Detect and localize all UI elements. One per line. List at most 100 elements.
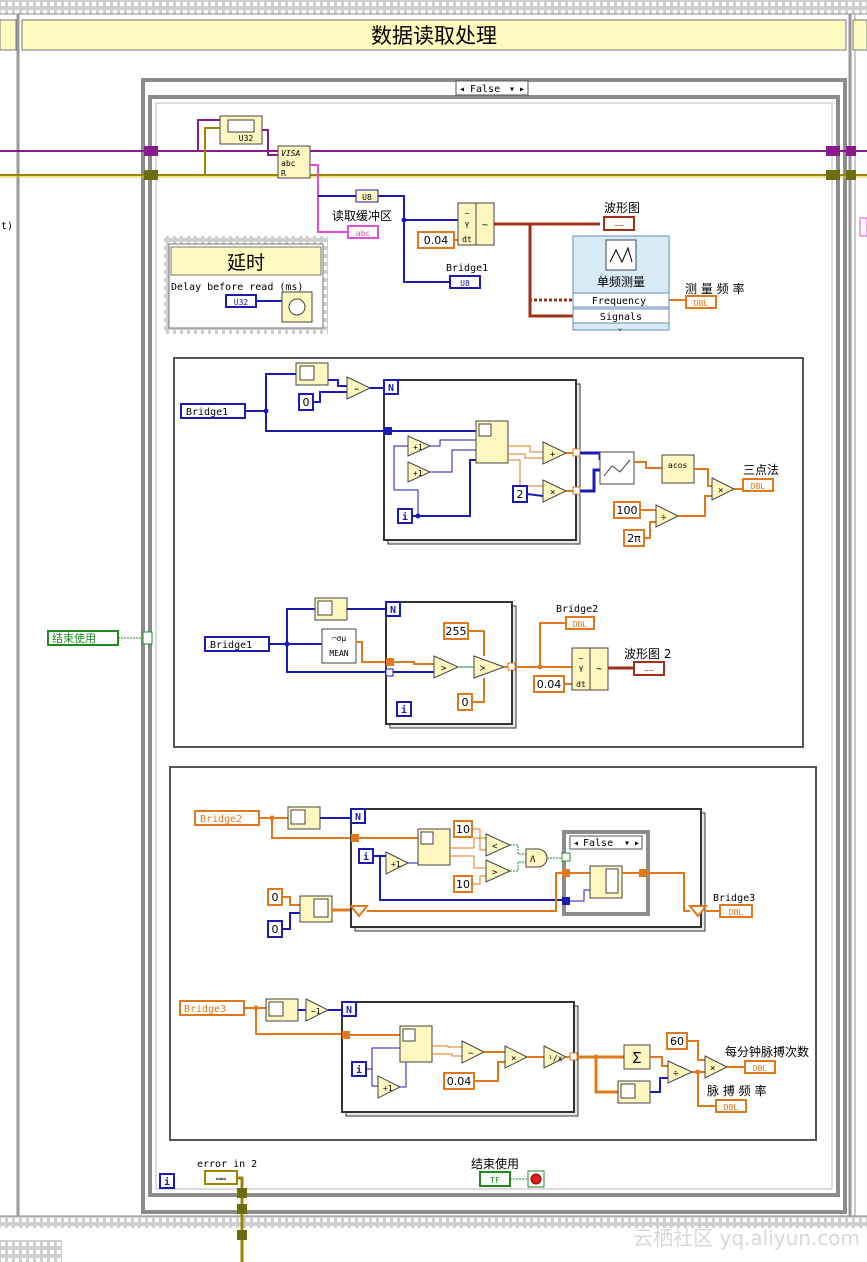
svg-text:≻: ≻ [480, 664, 486, 674]
delay-control[interactable]: U32 [225, 294, 257, 308]
waveform2-label: 波形图 2 [624, 647, 671, 661]
case-prev-icon[interactable]: ◂ [459, 84, 465, 95]
reciprocal-node[interactable]: ¹/x [543, 1045, 568, 1069]
svg-text:+1: +1 [413, 469, 423, 478]
svg-text:+1: +1 [383, 1084, 393, 1093]
sequence-film-bottom [0, 1216, 867, 1228]
shift-register-left [348, 905, 370, 918]
increment-node-a1[interactable]: +1 [407, 435, 432, 457]
dt-constant-c[interactable]: 0.04 [443, 1072, 475, 1090]
multiply-node-b[interactable]: × [711, 477, 736, 501]
waveform2-indicator: ~~ [633, 661, 665, 676]
select-node-b[interactable]: ≻ [473, 655, 506, 679]
decrement-node[interactable]: −1 [305, 998, 330, 1022]
inner-case-selector[interactable]: ◂ False ▾ ▸ [569, 835, 643, 850]
expand-icon[interactable]: ⌄ [618, 323, 623, 332]
increment-node-d[interactable]: +1 [377, 1075, 402, 1099]
array-size-node-e[interactable] [617, 1080, 651, 1104]
case-prev-icon[interactable]: ◂ [573, 838, 579, 849]
greater-node-b[interactable]: > [433, 655, 460, 679]
per-minute-label: 每分钟脉搏次数 [725, 1044, 809, 1059]
zero-constant-c[interactable]: 0 [267, 888, 283, 906]
increment-node-a2[interactable]: +1 [407, 461, 432, 483]
svg-text:Λ: Λ [530, 855, 536, 865]
svg-text:结束使用: 结束使用 [52, 632, 96, 645]
build-waveform-node-b[interactable]: ~ Y dt ~ [571, 647, 609, 691]
dt-constant[interactable]: 0.04 [417, 231, 455, 249]
svg-text:DBL: DBL [694, 299, 709, 308]
initialize-array-node[interactable] [299, 895, 333, 923]
two-pi-constant[interactable]: 2π [623, 529, 645, 547]
build-waveform-node[interactable]: ~ Y dt ~ [457, 202, 495, 246]
ten-constant-b[interactable]: 10 [453, 875, 473, 893]
multiply-node-a[interactable]: × [542, 479, 568, 503]
bridge2-local[interactable]: Bridge2 [194, 810, 260, 826]
svg-text:÷: ÷ [661, 513, 667, 523]
waveform-compare-node[interactable] [599, 451, 635, 485]
array-size-node-a[interactable] [295, 362, 329, 386]
ten-constant-a[interactable]: 10 [453, 820, 473, 838]
hundred-constant[interactable]: 100 [613, 501, 641, 519]
less-node[interactable]: < [485, 833, 512, 857]
svg-text:DBL: DBL [753, 1064, 768, 1073]
end-use-label: 结束使用 [471, 1156, 519, 1171]
end-use-local-control[interactable]: 结束使用 [47, 630, 119, 646]
array-size-node-b[interactable] [314, 597, 348, 621]
stop-terminal[interactable] [527, 1170, 545, 1188]
mean-node[interactable]: ⌒σμ MEAN [321, 628, 357, 664]
error-in-control[interactable]: ▭▭ [204, 1170, 238, 1185]
sequence-film-top [0, 0, 867, 14]
tone-measurement-express-vi[interactable]: 单频测量 Frequency Signals ⌄ [572, 235, 670, 332]
zero-constant-a[interactable]: 0 [298, 393, 314, 411]
case-next-icon[interactable]: ▸ [519, 84, 525, 95]
array-icon [478, 423, 492, 437]
c255-constant[interactable]: 255 [443, 622, 469, 640]
chevron-down-icon[interactable]: ▾ [509, 84, 515, 95]
index-array-node-a[interactable] [475, 420, 509, 464]
two-constant[interactable]: 2 [512, 485, 528, 503]
visa-bytes-at-port-node[interactable]: U32 [219, 115, 263, 145]
svg-text:0.04: 0.04 [424, 234, 449, 247]
bridge1-indicator: U8 [449, 275, 481, 289]
and-node[interactable]: Λ [525, 848, 548, 868]
subtract-node-d[interactable]: − [461, 1040, 486, 1064]
index-array-node-c[interactable] [417, 828, 451, 866]
zero-constant-d[interactable]: 0 [267, 920, 283, 938]
u8-conversion-node[interactable]: U8 [355, 189, 379, 203]
index-array-node-d[interactable] [399, 1025, 433, 1063]
acos-node[interactable]: acos [661, 454, 695, 484]
per-minute-indicator: DBL [744, 1060, 776, 1074]
chevron-down-icon[interactable]: ▾ [624, 838, 630, 849]
dt-constant-b[interactable]: 0.04 [533, 675, 565, 693]
pulse-freq-indicator: DBL [715, 1099, 747, 1113]
case-selector[interactable]: ◂ False ▾ ▸ [455, 80, 529, 96]
divide-node-a[interactable]: ÷ [655, 504, 680, 528]
wait-ms-node[interactable] [281, 291, 313, 323]
increment-node-c[interactable]: +1 [385, 851, 410, 875]
bridge3-local[interactable]: Bridge3 [179, 1000, 245, 1016]
zero-constant-b[interactable]: 0 [457, 693, 473, 711]
array-size-node-c[interactable] [287, 806, 321, 830]
sixty-constant[interactable]: 60 [666, 1032, 688, 1050]
svg-text:U8: U8 [460, 279, 470, 288]
sum-array-node[interactable]: Σ [623, 1044, 651, 1070]
multiply-node-d[interactable]: × [504, 1045, 529, 1069]
svg-text:N: N [355, 812, 361, 823]
add-node-a[interactable]: + [542, 441, 568, 465]
replace-array-node[interactable] [589, 865, 623, 899]
visa-read-node[interactable]: VISA abc R [277, 145, 311, 179]
multiply-node-e[interactable]: × [704, 1055, 729, 1079]
case-selector-terminal [142, 631, 153, 645]
array-size-node-d[interactable] [265, 998, 299, 1022]
bridge1-local-a[interactable]: Bridge1 [180, 403, 246, 419]
divide-node-d[interactable]: ÷ [667, 1060, 694, 1084]
greater-node-c[interactable]: > [485, 859, 512, 883]
subtract-node-a[interactable]: − [346, 376, 372, 400]
case-next-icon[interactable]: ▸ [634, 838, 640, 849]
svg-text:N: N [388, 383, 394, 394]
svg-text:×: × [511, 1054, 516, 1064]
bridge1-local-b[interactable]: Bridge1 [204, 636, 270, 652]
svg-text:DBL: DBL [729, 908, 744, 917]
svg-text:Y: Y [579, 665, 584, 674]
bridge3-indicator: DBL [719, 904, 753, 918]
